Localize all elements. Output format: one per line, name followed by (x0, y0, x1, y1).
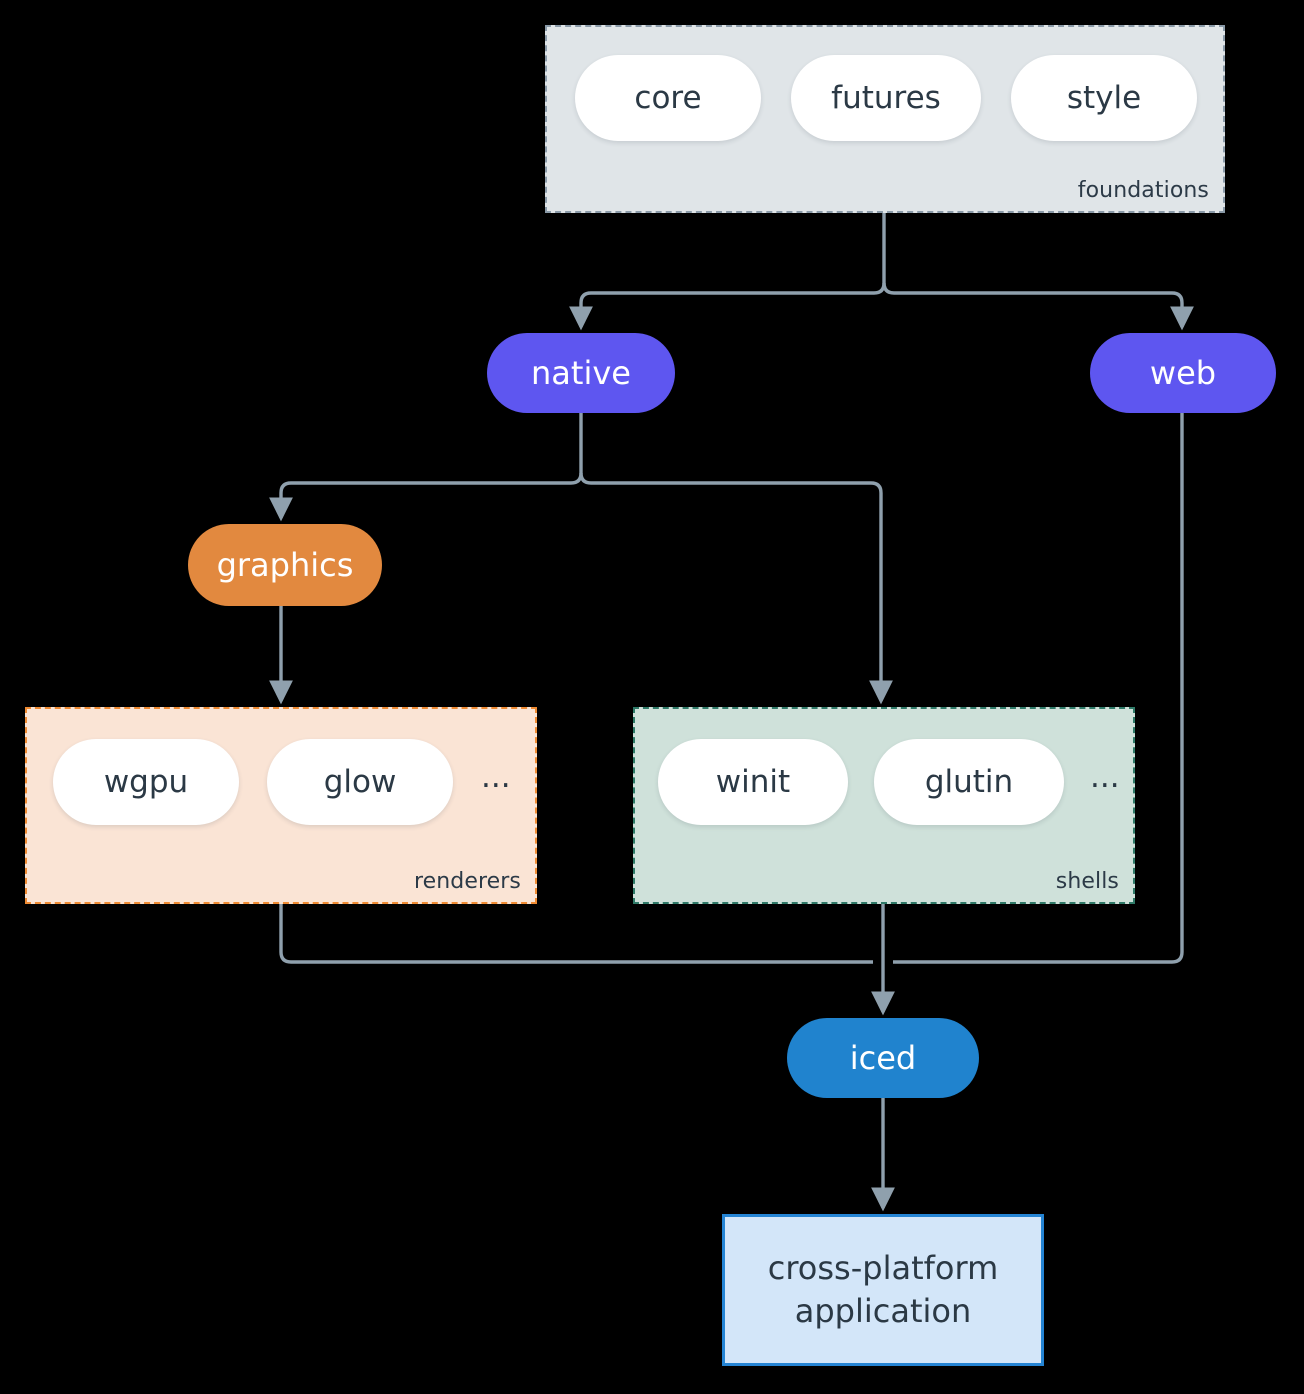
edge-native-shells (579, 472, 893, 705)
group-label-foundations: foundations (1077, 178, 1209, 203)
pill-winit[interactable]: winit (658, 739, 848, 825)
edge-foundations-web (882, 282, 1194, 331)
application-line-1: cross-platform (767, 1249, 999, 1288)
node-native[interactable]: native (487, 333, 675, 413)
application-line-2: application (794, 1292, 972, 1330)
node-graphics[interactable]: graphics (188, 524, 382, 606)
edge-foundations-native (569, 282, 886, 331)
renderers-pill-row: wgpu glow ... (27, 739, 535, 825)
pill-style[interactable]: style (1011, 55, 1197, 141)
shells-ellipsis: ... (1090, 758, 1120, 795)
node-iced[interactable]: iced (787, 1018, 979, 1098)
pill-glow[interactable]: glow (267, 739, 453, 825)
pill-wgpu[interactable]: wgpu (53, 739, 239, 825)
group-renderers: wgpu glow ... renderers (25, 707, 537, 904)
node-web[interactable]: web (1090, 333, 1276, 413)
node-cross-platform-application[interactable]: cross-platform application (722, 1214, 1044, 1366)
shells-pill-row: winit glutin ... (635, 739, 1133, 825)
foundations-pill-row: core futures style (547, 55, 1223, 141)
group-foundations: core futures style foundations (545, 25, 1225, 213)
edge-renderers-iced (279, 904, 873, 964)
group-label-renderers: renderers (413, 869, 521, 894)
group-shells: winit glutin ... shells (633, 707, 1135, 904)
group-label-shells: shells (1055, 869, 1119, 894)
edge-native-graphics (269, 472, 583, 522)
pill-glutin[interactable]: glutin (874, 739, 1064, 825)
pill-futures[interactable]: futures (791, 55, 981, 141)
renderers-ellipsis: ... (481, 758, 511, 795)
pill-core[interactable]: core (575, 55, 761, 141)
